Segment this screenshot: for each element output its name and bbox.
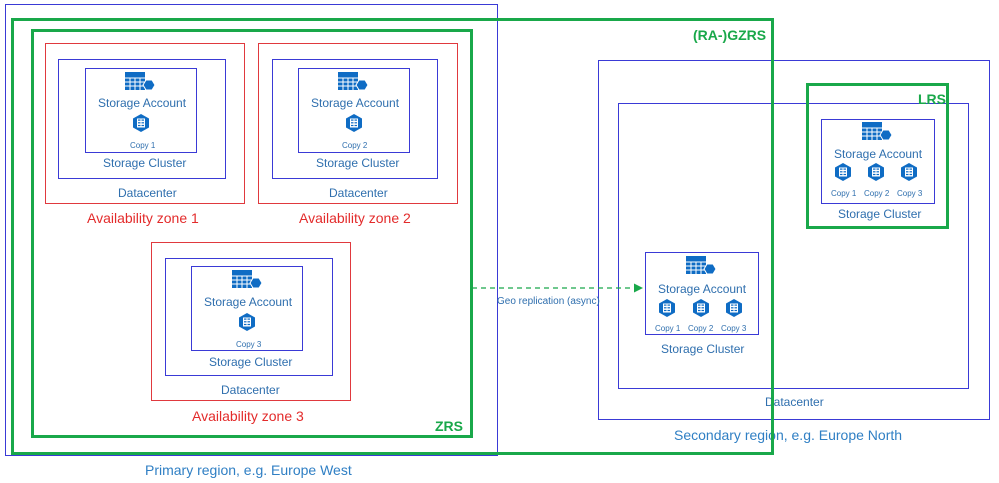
copy-label: Copy 3	[236, 340, 262, 349]
primary-region-label: Primary region, e.g. Europe West	[145, 462, 352, 478]
storage-cluster-az3	[191, 266, 303, 351]
secondary-storage-cluster	[645, 252, 759, 335]
blob-copy-icon	[239, 313, 255, 331]
primary-region-box	[5, 4, 498, 456]
storage-cluster-label: Storage Cluster	[661, 342, 745, 356]
blob-copy-icon	[835, 163, 851, 181]
geo-replication-arrow	[472, 283, 643, 293]
storage-cluster-az1	[85, 68, 197, 153]
availability-zone-2-label: Availability zone 2	[299, 210, 411, 226]
blob-copy-icon	[659, 299, 675, 317]
lrs-storage-cluster	[821, 119, 935, 204]
secondary-datacenter-label: Datacenter	[765, 395, 824, 409]
blob-copy-icon	[693, 299, 709, 317]
storage-account-label: Storage Account	[834, 147, 923, 161]
copy-label: Copy 2	[342, 141, 368, 150]
blob-copy-icon	[133, 114, 149, 132]
availability-zone-3-label: Availability zone 3	[192, 408, 304, 424]
storage-account-icon	[337, 71, 369, 91]
storage-account-icon	[231, 269, 263, 289]
storage-account-icon	[685, 255, 717, 275]
lrs-label: LRS	[918, 91, 946, 107]
copy-label: Copy 3	[721, 324, 747, 333]
blob-copy-icon	[901, 163, 917, 181]
copy-label: Copy 1	[655, 324, 681, 333]
storage-account-label: Storage Account	[98, 96, 187, 110]
blob-copy-icon	[346, 114, 362, 132]
copy-label: Copy 2	[864, 189, 890, 198]
storage-cluster-label: Storage Cluster	[838, 207, 922, 221]
storage-account-icon	[861, 121, 893, 141]
copy-label: Copy 1	[130, 141, 156, 150]
zrs-label: ZRS	[435, 418, 463, 434]
ragzrs-boundary	[11, 18, 774, 455]
datacenter-az2	[272, 59, 438, 179]
datacenter-label: Datacenter	[329, 186, 388, 200]
zrs-boundary	[31, 29, 473, 438]
storage-account-icon	[124, 71, 156, 91]
storage-cluster-az2	[298, 68, 410, 153]
datacenter-label: Datacenter	[221, 383, 280, 397]
copy-label: Copy 1	[831, 189, 857, 198]
storage-cluster-label: Storage Cluster	[316, 156, 400, 170]
geo-replication-label: Geo replication (async)	[497, 296, 600, 307]
datacenter-az3	[165, 258, 333, 376]
availability-zone-2	[258, 43, 458, 204]
availability-zone-1-label: Availability zone 1	[87, 210, 199, 226]
secondary-region-label: Secondary region, e.g. Europe North	[674, 427, 903, 443]
secondary-region-box	[598, 60, 990, 420]
copy-label: Copy 2	[688, 324, 714, 333]
storage-account-label: Storage Account	[204, 295, 293, 309]
blob-copy-icon	[868, 163, 884, 181]
copy-label: Copy 3	[897, 189, 923, 198]
datacenter-label: Datacenter	[118, 186, 177, 200]
blob-copy-icon	[726, 299, 742, 317]
ragzrs-label: (RA-)GZRS	[693, 27, 767, 43]
lrs-boundary	[806, 83, 949, 229]
secondary-datacenter-box	[618, 103, 969, 389]
datacenter-az1	[58, 59, 226, 179]
storage-account-label: Storage Account	[658, 282, 747, 296]
storage-account-label: Storage Account	[311, 96, 400, 110]
storage-cluster-label: Storage Cluster	[209, 355, 293, 369]
availability-zone-1	[45, 43, 245, 204]
availability-zone-3	[151, 242, 351, 401]
storage-cluster-label: Storage Cluster	[103, 156, 187, 170]
